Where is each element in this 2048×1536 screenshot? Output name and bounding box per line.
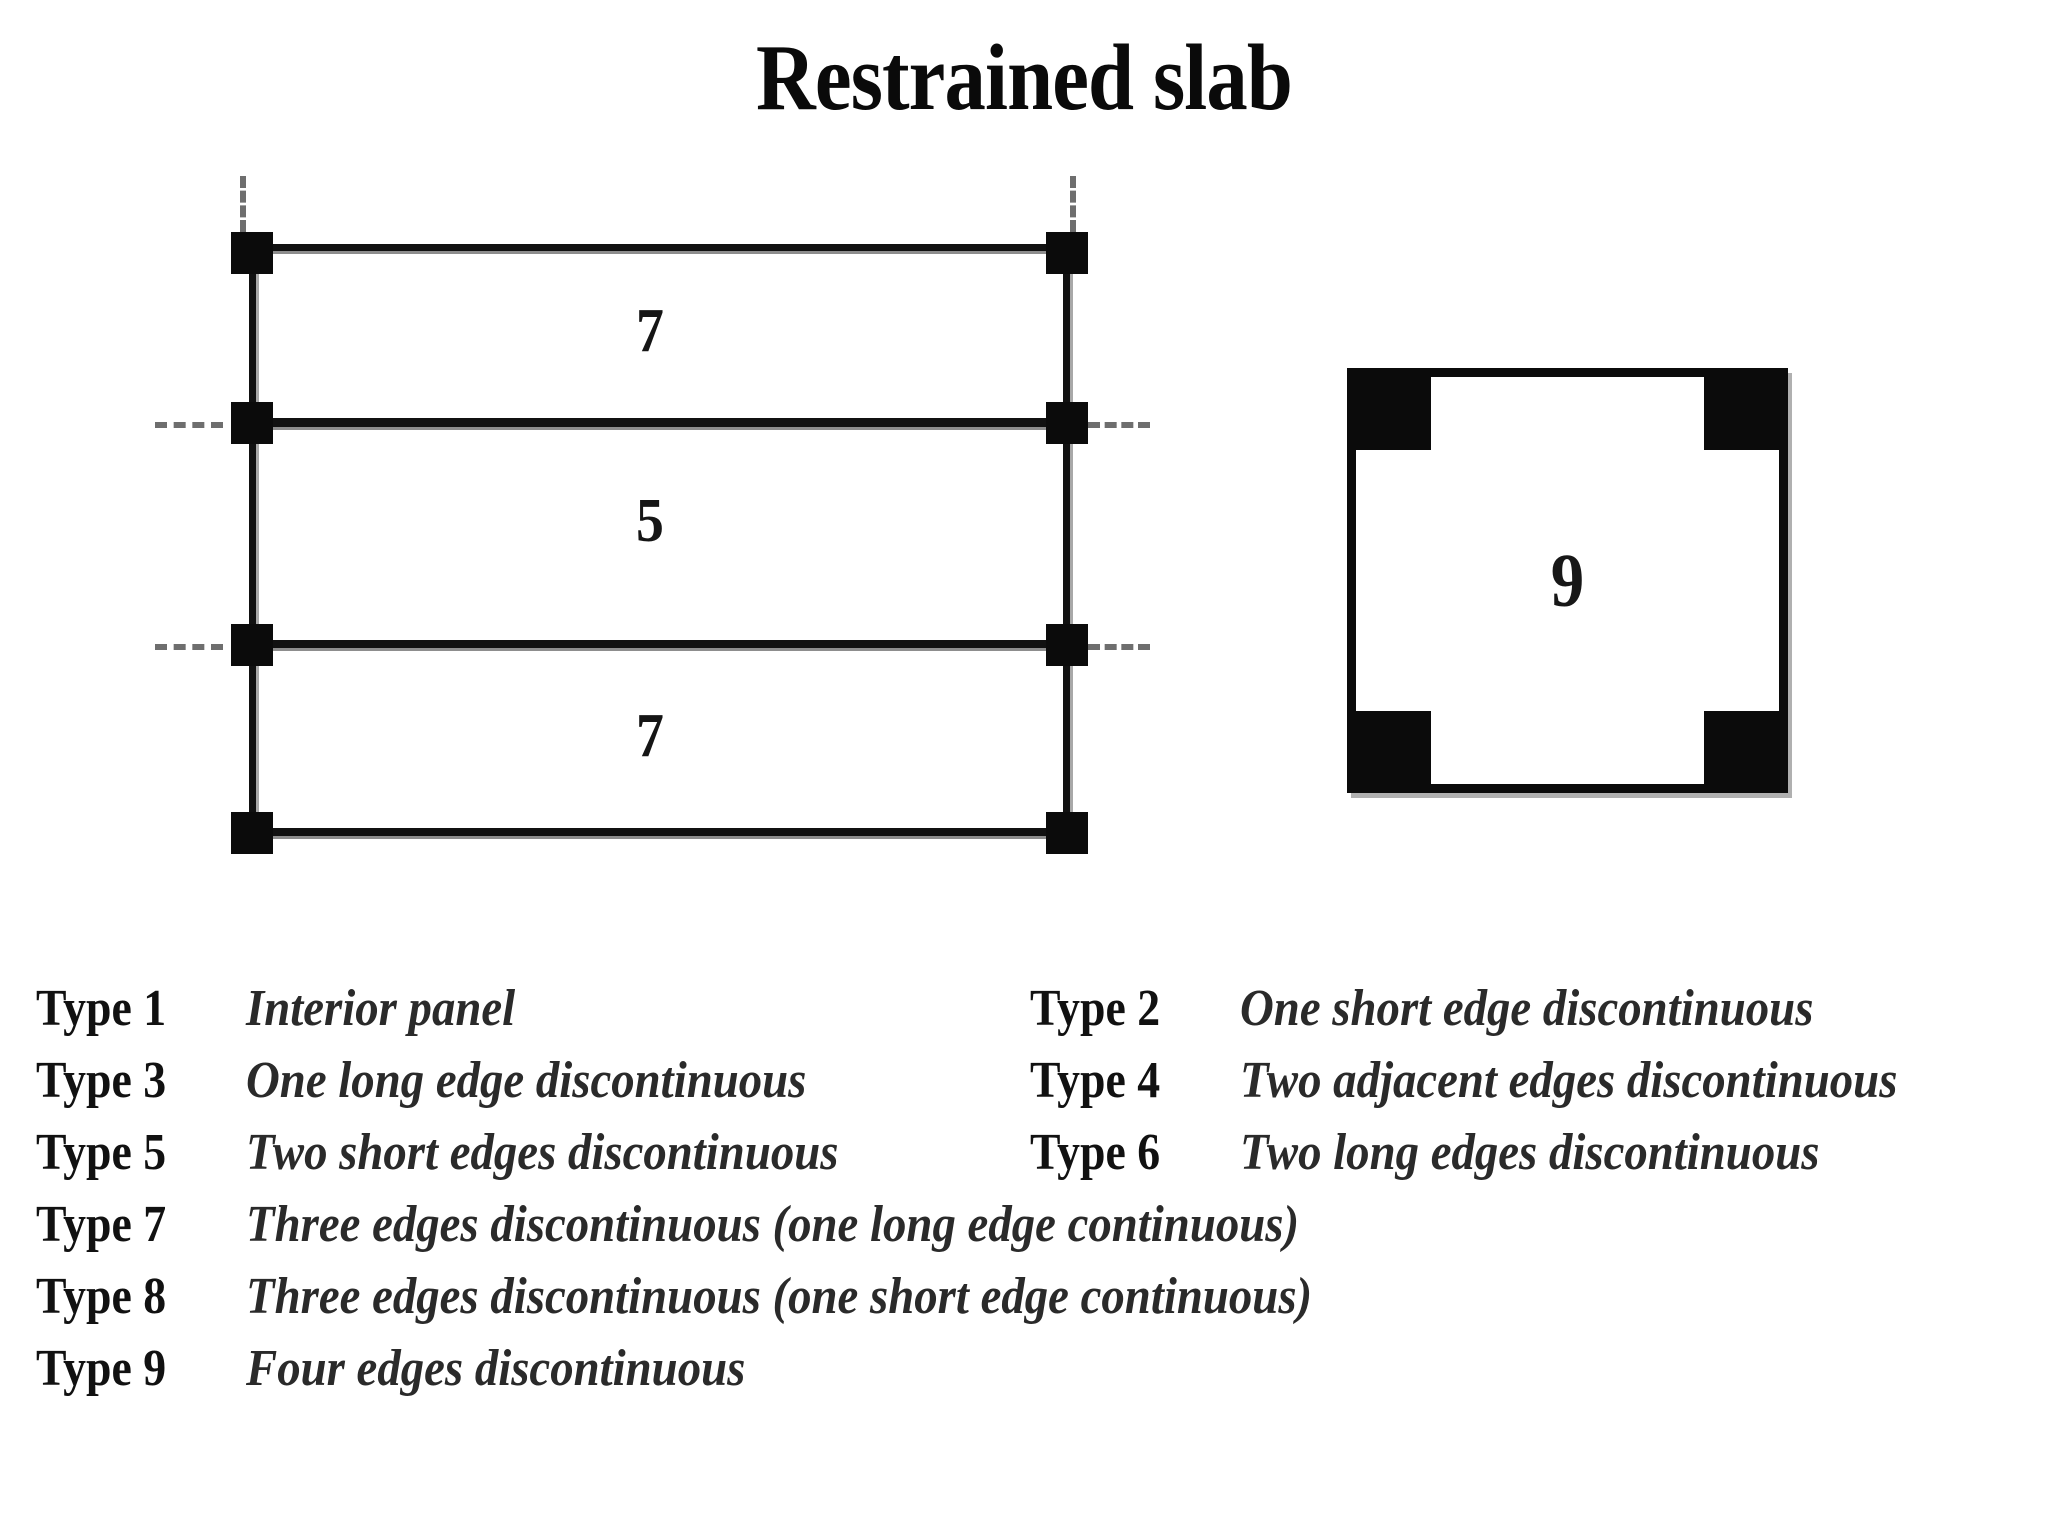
support-node-bottom-left [231,812,273,854]
continuity-dashdot-mid-right [1088,422,1150,428]
legend-row-type-4: Type 4 Two adjacent edges discontinuous [1030,1052,1970,1110]
legend-row-type-8: Type 8 Three edges discontinuous (one sho… [36,1268,1431,1326]
continuity-dashdot-top-left [240,176,246,232]
corner-block-top-left [1355,376,1431,450]
legend-type-description: Two long edges discontinuous [1240,1124,1820,1181]
panel-type-label-middle: 5 [636,487,664,555]
legend-type-description: One long edge discontinuous [246,1052,807,1109]
continuity-dashdot-low-left [155,644,223,650]
page-title: Restrained slab [755,26,1293,130]
legend-type-label: Type 7 [36,1196,167,1253]
legend-type-label: Type 2 [1030,980,1161,1037]
legend-type-label: Type 8 [36,1268,167,1325]
legend-type-label: Type 1 [36,980,167,1037]
legend-type-description: Four edges discontinuous [246,1340,746,1397]
panel-type-label-bottom: 7 [636,702,664,770]
legend-row-type-2: Type 2 One short edge discontinuous [1030,980,1877,1038]
legend-row-type-1: Type 1 Interior panel [36,980,545,1038]
support-node-bottom-right [1046,812,1088,854]
corner-block-top-right [1704,376,1780,450]
legend-row-type-7: Type 7 Three edges discontinuous (one lon… [36,1196,1416,1254]
support-node-mid-up-right [1046,402,1088,444]
support-node-mid-lo-right [1046,624,1088,666]
corner-block-bottom-left [1355,711,1431,785]
legend-type-label: Type 9 [36,1340,167,1397]
continuity-dashdot-mid-left [155,422,223,428]
corner-block-bottom-right [1704,711,1780,785]
legend-type-label: Type 6 [1030,1124,1161,1181]
support-node-top-right [1046,232,1088,274]
legend-row-type-3: Type 3 One long edge discontinuous [36,1052,869,1110]
continuity-dashdot-top-right [1070,176,1076,232]
beam-mid-upper [245,418,1067,427]
panel-type-label-type9: 9 [1550,538,1585,623]
beam-bottom [245,828,1067,836]
support-node-mid-lo-left [231,624,273,666]
type9-slab-panel: 9 [1347,368,1788,793]
legend-type-label: Type 4 [1030,1052,1161,1109]
panel-type-label-top: 7 [636,297,664,365]
panel-type-legend: Type 1 Interior panel Type 3 One long edge… [0,980,2048,1400]
continuity-dashdot-low-right [1088,644,1150,650]
support-node-top-left [231,232,273,274]
edge-right [1063,248,1070,836]
legend-type-description: Three edges discontinuous (one short edg… [246,1268,1313,1325]
restrained-slab-diagram: 7 5 7 [0,0,1200,920]
beam-mid-lower [245,640,1067,648]
legend-row-type-5: Type 5 Two short edges discontinuous [36,1124,904,1182]
legend-type-label: Type 3 [36,1052,167,1109]
legend-type-description: Two short edges discontinuous [246,1124,839,1181]
beam-top [245,244,1067,251]
edge-left [249,248,256,836]
support-node-mid-up-left [231,402,273,444]
legend-type-description: Interior panel [246,980,516,1037]
legend-type-description: One short edge discontinuous [1240,980,1814,1037]
legend-type-description: Two adjacent edges discontinuous [1240,1052,1898,1109]
legend-row-type-6: Type 6 Two long edges discontinuous [1030,1124,1884,1182]
legend-row-type-9: Type 9 Four edges discontinuous [36,1340,801,1398]
legend-type-description: Three edges discontinuous (one long edge… [246,1196,1300,1253]
legend-type-label: Type 5 [36,1124,167,1181]
